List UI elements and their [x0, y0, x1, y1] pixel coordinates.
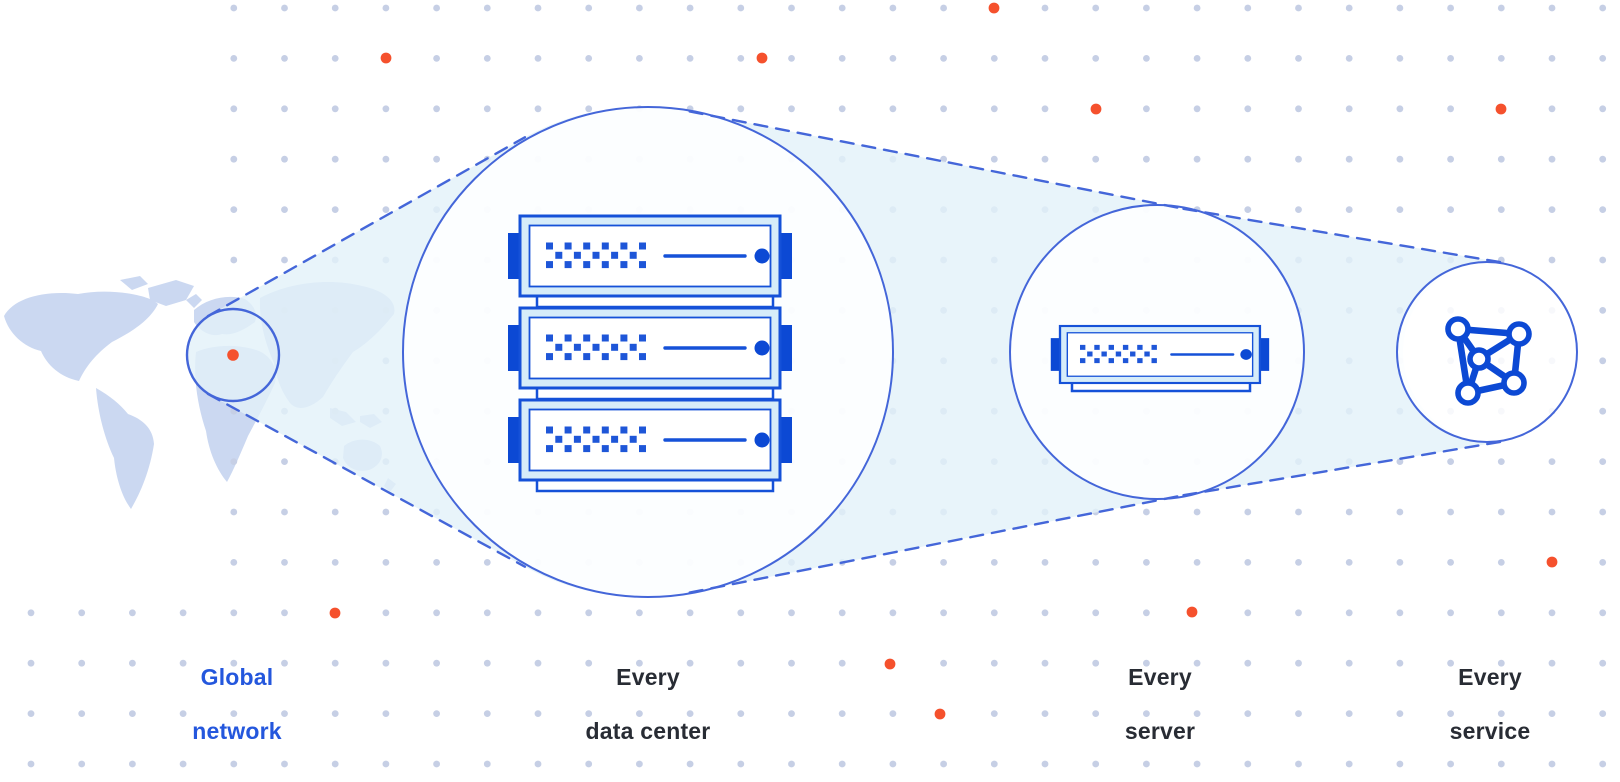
server-rack-icon	[506, 214, 794, 493]
server-unit-icon	[1049, 324, 1271, 393]
accent-dot	[988, 2, 1000, 14]
label-line: Every	[616, 664, 680, 690]
global-network-circle	[185, 307, 281, 403]
label-every-data-center: Every data center	[498, 664, 798, 745]
server-unit-1	[506, 214, 794, 298]
label-line: server	[1124, 718, 1196, 744]
label-line: service	[1449, 718, 1531, 744]
accent-dot	[1546, 556, 1558, 568]
accent-dot	[934, 708, 946, 720]
accent-dot	[1495, 103, 1507, 115]
label-line: Every	[1458, 664, 1522, 690]
label-line: network	[192, 718, 282, 744]
label-line: data center	[585, 718, 711, 744]
label-every-service: Every service	[1340, 664, 1620, 745]
label-line: Global	[200, 664, 274, 690]
mesh-network-icon	[1445, 316, 1532, 406]
label-line: Every	[1128, 664, 1192, 690]
data-center-circle	[402, 106, 894, 598]
dashed-connectors	[206, 110, 1504, 594]
accent-dot	[756, 52, 768, 64]
accent-dot	[380, 52, 392, 64]
server-unit-2	[506, 306, 794, 390]
accent-dot	[884, 658, 896, 670]
accent-dot	[329, 607, 341, 619]
accent-dot	[1090, 103, 1102, 115]
server-circle	[1009, 204, 1305, 500]
label-global-network: Global network	[87, 664, 387, 745]
service-circle	[1396, 261, 1578, 443]
accent-dots	[329, 2, 1558, 720]
server-unit-3	[506, 398, 794, 482]
accent-dot	[1186, 606, 1198, 618]
location-dot-icon	[227, 349, 239, 361]
label-every-server: Every server	[1010, 664, 1310, 745]
